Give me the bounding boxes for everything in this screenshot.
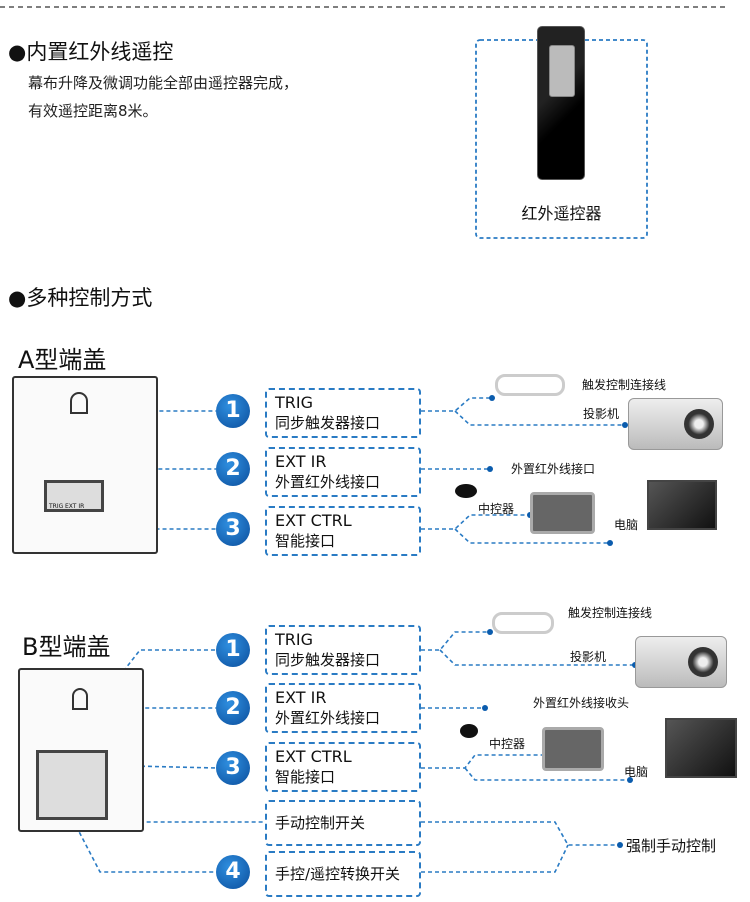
port-ext-ir-box: EXT IR 外置红外线接口 [265,447,421,497]
remote-description-line1: 幕布升降及微调功能全部由遥控器完成， [28,74,299,92]
remote-control-image [537,26,585,180]
port-ext-ctrl-box: EXT CTRL 智能接口 [265,506,421,556]
manual-switch-box: 手动控制开关 [265,800,421,846]
mode-switch-box: 手控/遥控转换开关 [265,851,421,897]
port-badge-4: 4 [216,855,250,889]
manual-switch-label: 手动控制开关 [275,814,366,832]
computer-label: 电脑 [614,518,639,532]
laptop-image [665,718,737,778]
controller-label: 中控器 [478,502,515,516]
controller-label: 中控器 [489,737,526,751]
trigger-cable-label: 触发控制连接线 [568,606,653,620]
port-en: EXT IR [275,688,327,707]
ir-receiver-image [455,484,477,498]
panel-label-ext-ir: EXT IR [65,503,85,510]
ir-receiver-image [460,724,478,738]
type-a-end-cap-image: TRIG EXT IR [12,376,158,554]
port-badge-2: 2 [216,452,250,486]
section-title-remote: ●内置红外线遥控 [8,40,174,64]
projector-label: 投影机 [570,650,607,664]
remote-description-line2: 有效遥控距离8米。 [28,102,158,120]
trigger-cable-label: 触发控制连接线 [582,378,667,392]
port-badge-1: 1 [216,633,250,667]
panel-label-trig: TRIG [49,503,64,510]
port-en: TRIG [275,393,314,412]
port-cn: 同步触发器接口 [275,651,381,669]
remote-label: 红外遥控器 [521,204,602,223]
laptop-image [647,480,717,530]
port-en: EXT CTRL [275,511,352,530]
port-cn: 智能接口 [275,768,336,786]
port-en: TRIG [275,630,314,649]
port-badge-3: 3 [216,512,250,546]
force-manual-label: 强制手动控制 [626,837,717,855]
port-en: EXT CTRL [275,747,352,766]
port-cn: 外置红外线接口 [275,473,381,491]
trigger-cable-image [492,612,554,634]
port-ext-ir-box: EXT IR 外置红外线接口 [265,683,421,733]
ir-receiver-label: 外置红外线接口 [511,462,596,476]
port-badge-2: 2 [216,691,250,725]
projector-image [628,398,723,450]
port-trig-box: TRIG 同步触发器接口 [265,388,421,438]
type-a-title: A型端盖 [18,346,107,374]
port-badge-3: 3 [216,751,250,785]
section-title-control-modes: ●多种控制方式 [8,286,153,310]
port-cn: 智能接口 [275,532,336,550]
port-en: EXT IR [275,452,327,471]
mode-switch-label: 手控/遥控转换开关 [275,865,401,883]
port-trig-box: TRIG 同步触发器接口 [265,625,421,675]
projector-image [635,636,727,688]
port-badge-1: 1 [216,394,250,428]
computer-label: 电脑 [624,765,649,779]
ir-receiver-label: 外置红外线接收头 [533,696,630,710]
port-cn: 同步触发器接口 [275,414,381,432]
type-b-title: B型端盖 [22,633,111,661]
projector-label: 投影机 [583,407,620,421]
port-cn: 外置红外线接口 [275,709,381,727]
type-b-end-cap-image [18,668,144,832]
port-ext-ctrl-box: EXT CTRL 智能接口 [265,742,421,792]
controller-image [542,727,604,771]
controller-image [530,492,595,534]
trigger-cable-image [495,374,565,396]
